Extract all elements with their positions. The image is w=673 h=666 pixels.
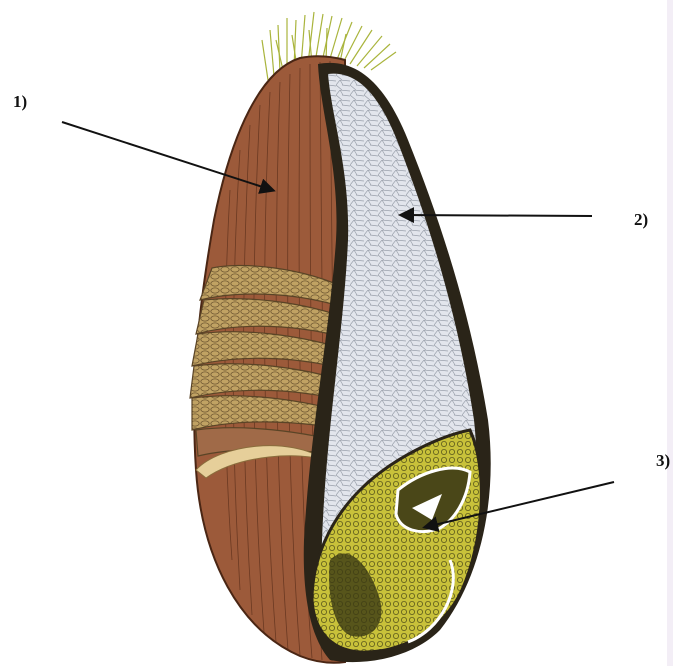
arrow-2 — [402, 215, 592, 216]
callout-label-2: 2) — [634, 210, 648, 230]
callout-label-3: 3) — [656, 451, 670, 471]
callout-label-1: 1) — [13, 92, 27, 112]
